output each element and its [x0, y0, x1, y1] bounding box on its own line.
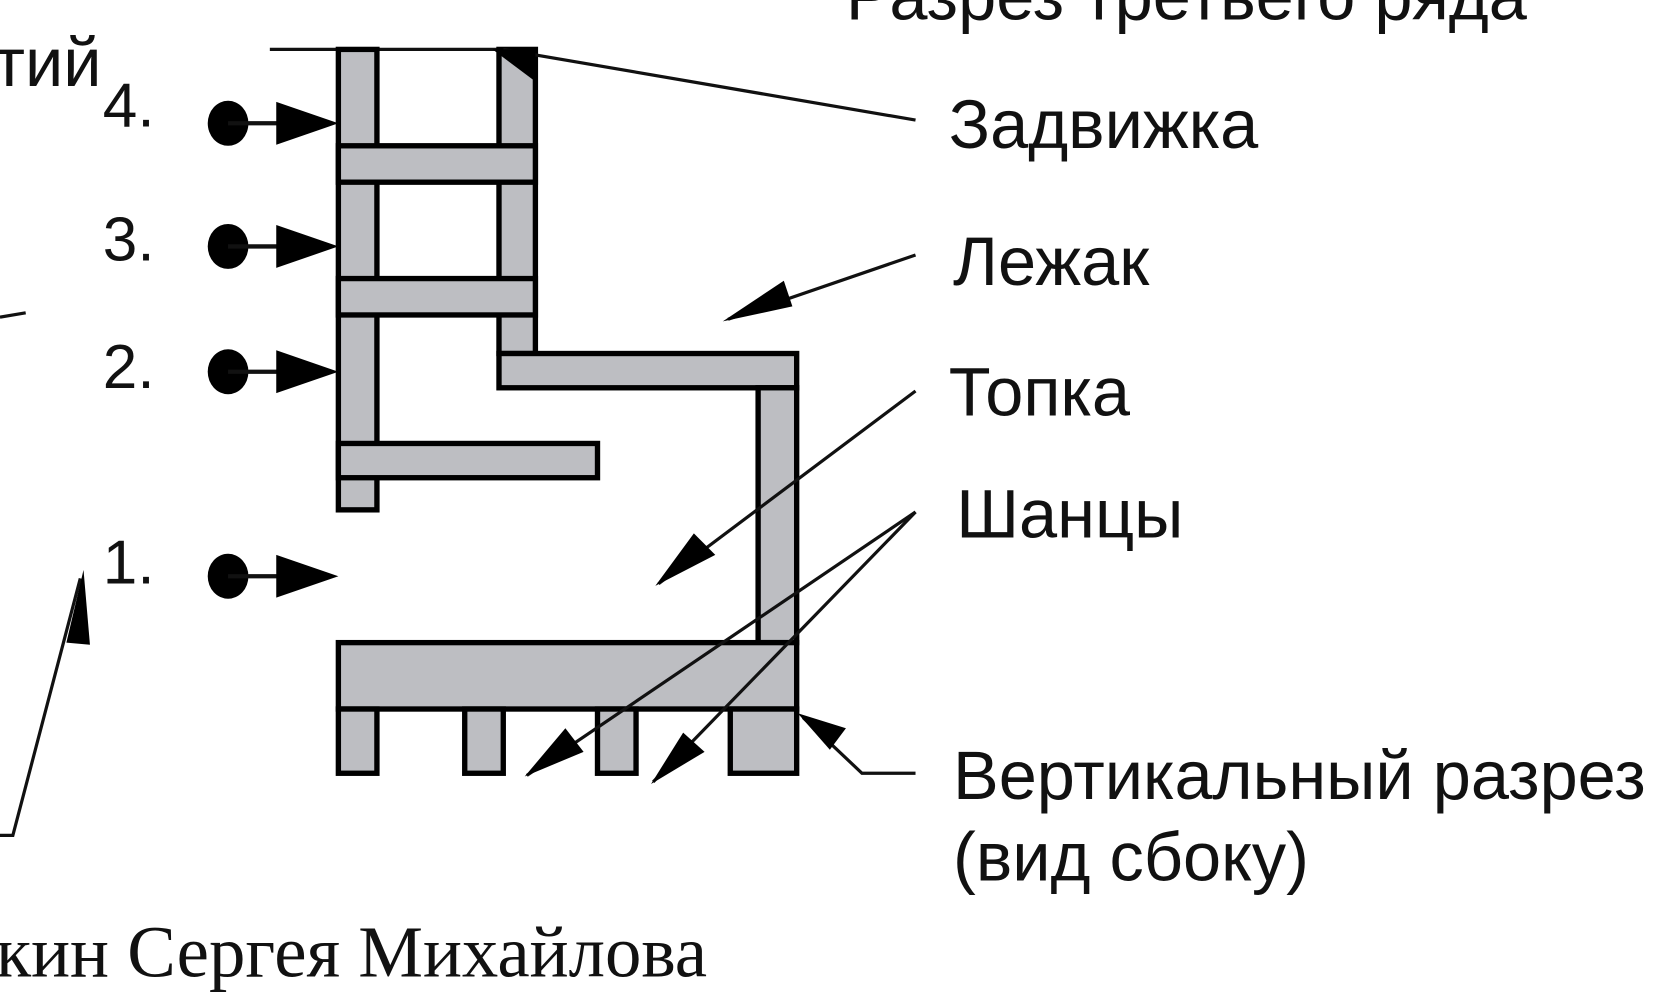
- shantsy-leader-2: [652, 510, 917, 783]
- label-firebox: Топка: [949, 354, 1131, 431]
- label-lezhak: Лежак: [953, 223, 1150, 300]
- level-label-4: 4.: [103, 72, 155, 141]
- arrowhead-icon: [66, 569, 90, 645]
- left-text-fragment: тий: [0, 24, 102, 101]
- label-section-line2: (вид сбоку): [953, 818, 1309, 895]
- stove-structure: [269, 46, 800, 776]
- diagram-title: Разрез третьего ряда: [846, 0, 1528, 34]
- arrowhead-icon: [797, 713, 846, 750]
- arrow-right-icon: [276, 554, 339, 598]
- row-brick: [335, 143, 539, 185]
- shantsy-leader-1: [525, 510, 917, 777]
- level-label-2: 2.: [103, 333, 155, 402]
- leader-lines: [0, 47, 917, 837]
- arrowhead-icon: [655, 533, 716, 586]
- caption-fragment: кин Сергея Михайлова: [0, 912, 707, 993]
- bullet-icon: [207, 223, 249, 269]
- arrowhead-icon: [524, 728, 584, 777]
- arrowhead-icon: [492, 49, 536, 82]
- arrow-right-icon: [276, 225, 339, 268]
- row-brick: [335, 275, 539, 318]
- shanets: [727, 706, 800, 776]
- bullet-icon: [207, 553, 249, 599]
- bullet-icon: [207, 349, 249, 395]
- label-shantsy: Шанцы: [956, 476, 1183, 553]
- label-valve: Задвижка: [949, 86, 1259, 163]
- shelf-brick: [335, 440, 601, 481]
- arrow-right-icon: [276, 350, 339, 394]
- shanets: [462, 706, 506, 776]
- valve-leader: [503, 47, 916, 122]
- arrow-right-icon: [276, 101, 339, 145]
- left-leader: [0, 577, 82, 837]
- shanets: [594, 706, 639, 776]
- lezhak-brick: [496, 350, 800, 391]
- level-markers: 4. 3. 2. 1.: [103, 72, 339, 599]
- left-fragment-line: [0, 311, 26, 319]
- label-section-line1: Вертикальный разрез: [953, 737, 1646, 814]
- arrowhead-icon: [722, 280, 793, 322]
- bullet-icon: [207, 100, 249, 146]
- shanets: [335, 706, 380, 776]
- level-label-1: 1.: [103, 529, 155, 598]
- level-label-3: 3.: [103, 205, 155, 274]
- arrowhead-icon: [651, 732, 705, 784]
- base-slab: [335, 639, 800, 712]
